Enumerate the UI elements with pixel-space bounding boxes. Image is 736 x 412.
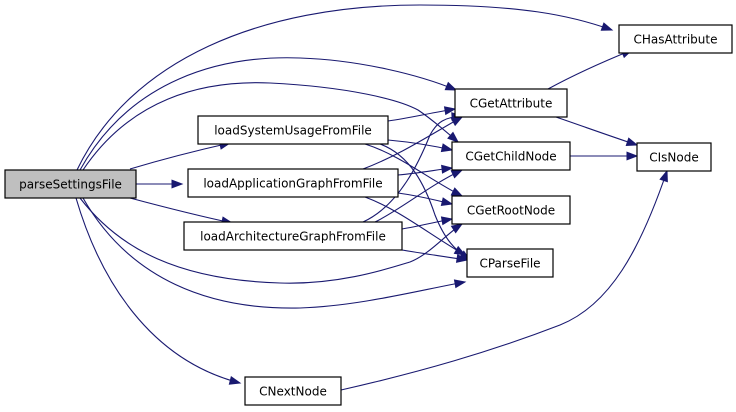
node-CGetRootNode[interactable]: CGetRootNode	[451, 195, 571, 225]
arrowhead-icon	[440, 143, 454, 153]
node-parseSettingsFile[interactable]: parseSettingsFile	[4, 169, 137, 199]
edge-CGetAttribute-to-CIsNode	[555, 116, 639, 146]
edge-CGetAttribute-to-CHasAttribute	[547, 49, 634, 90]
arrowhead-icon	[228, 376, 242, 385]
arrowhead-icon	[455, 253, 469, 263]
edge-line	[374, 169, 463, 223]
node-label: CHasAttribute	[634, 33, 718, 47]
edge-parseSettingsFile-to-CGetAttribute	[79, 57, 458, 171]
arrowhead-icon	[440, 197, 454, 206]
edge-line	[79, 197, 463, 284]
node-label: CNextNode	[259, 385, 327, 399]
node-label: CGetAttribute	[470, 97, 553, 111]
edge-loadApplicationGraphFromFile-to-CGetRootNode	[397, 192, 454, 206]
arrowhead-icon	[625, 137, 639, 146]
edge-parseSettingsFile-to-CGetRootNode	[79, 197, 464, 284]
edge-parseSettingsFile-to-CHasAttribute	[76, 4, 614, 171]
arrowhead-icon	[600, 22, 614, 31]
edge-loadSystemUsageFromFile-to-CGetAttribute	[387, 106, 457, 122]
root-node-box[interactable]	[4, 169, 137, 199]
node-box[interactable]	[183, 221, 403, 251]
edge-loadApplicationGraphFromFile-to-CParseFile	[364, 196, 467, 256]
edge-parseSettingsFile-to-CGetChildNode	[82, 82, 460, 171]
arrowhead-icon	[443, 106, 457, 116]
edge-line	[364, 196, 466, 256]
edge-line	[547, 49, 633, 90]
node-loadSystemUsageFromFile[interactable]: loadSystemUsageFromFile	[197, 115, 389, 145]
node-box[interactable]	[451, 141, 571, 171]
node-label: CGetRootNode	[467, 204, 555, 218]
node-CNextNode[interactable]: CNextNode	[244, 376, 342, 406]
node-label: CParseFile	[479, 257, 540, 271]
edge-loadSystemUsageFromFile-to-CGetChildNode	[387, 139, 454, 153]
node-box[interactable]	[244, 376, 342, 406]
node-box[interactable]	[197, 115, 389, 145]
node-box[interactable]	[618, 24, 733, 54]
node-box[interactable]	[466, 248, 554, 278]
node-CGetChildNode[interactable]: CGetChildNode	[451, 141, 571, 171]
edge-loadArchitectureGraphFromFile-to-CGetRootNode	[401, 216, 454, 230]
node-loadArchitectureGraphFromFile[interactable]: loadArchitectureGraphFromFile	[183, 221, 403, 251]
edge-parseSettingsFile-to-loadApplicationGraphFromFile	[136, 179, 184, 189]
arrowhead-icon	[440, 216, 454, 226]
edge-parseSettingsFile-to-CNextNode	[75, 197, 242, 385]
nodes-layer: parseSettingsFile loadSystemUsageFromFile…	[4, 24, 733, 406]
node-loadApplicationGraphFromFile[interactable]: loadApplicationGraphFromFile	[187, 168, 399, 198]
node-CIsNode[interactable]: CIsNode	[636, 142, 712, 172]
edge-line	[82, 82, 459, 171]
edge-line	[340, 170, 668, 391]
arrowhead-icon	[171, 179, 184, 189]
arrowhead-icon	[450, 187, 464, 197]
node-label: loadApplicationGraphFromFile	[203, 177, 382, 191]
edge-line	[129, 197, 233, 224]
node-label: loadArchitectureGraphFromFile	[200, 230, 386, 244]
edge-CNextNode-to-CIsNode	[340, 169, 668, 391]
arrowhead-icon	[453, 279, 467, 289]
edge-parseSettingsFile-to-loadSystemUsageFromFile	[129, 140, 232, 170]
arrowhead-icon	[444, 81, 458, 91]
edge-line	[82, 197, 466, 309]
edge-CGetChildNode-to-CIsNode	[570, 151, 639, 161]
arrowhead-icon	[626, 151, 639, 161]
edge-line	[76, 4, 613, 171]
arrowhead-icon	[441, 164, 454, 174]
arrowhead-icon	[447, 131, 460, 143]
edge-loadArchitectureGraphFromFile-to-CGetChildNode	[374, 169, 464, 223]
node-box[interactable]	[451, 195, 571, 225]
node-CHasAttribute[interactable]: CHasAttribute	[618, 24, 733, 54]
node-label: loadSystemUsageFromFile	[214, 124, 372, 138]
node-box[interactable]	[187, 168, 399, 198]
edge-parseSettingsFile-to-CParseFile	[82, 197, 467, 309]
edge-line	[555, 116, 638, 146]
node-box[interactable]	[454, 88, 568, 118]
edge-line	[362, 115, 463, 223]
arrowhead-icon	[450, 223, 464, 234]
edge-line	[129, 142, 231, 170]
edge-line	[362, 116, 463, 170]
edge-loadArchitectureGraphFromFile-to-CParseFile	[401, 249, 469, 263]
node-label: parseSettingsFile	[19, 178, 122, 192]
arrowhead-icon	[453, 245, 467, 256]
edge-line	[79, 57, 457, 171]
node-label: CIsNode	[649, 151, 699, 165]
edge-loadApplicationGraphFromFile-to-CGetChildNode	[397, 164, 454, 176]
node-label: CGetChildNode	[465, 150, 556, 164]
arrowhead-icon	[450, 169, 464, 179]
edge-parseSettingsFile-to-loadArchitectureGraphFromFile	[129, 197, 234, 226]
arrowhead-icon	[659, 169, 668, 183]
edge-line	[75, 197, 241, 384]
node-CParseFile[interactable]: CParseFile	[466, 248, 554, 278]
node-CGetAttribute[interactable]: CGetAttribute	[454, 88, 568, 118]
node-box[interactable]	[636, 142, 712, 172]
